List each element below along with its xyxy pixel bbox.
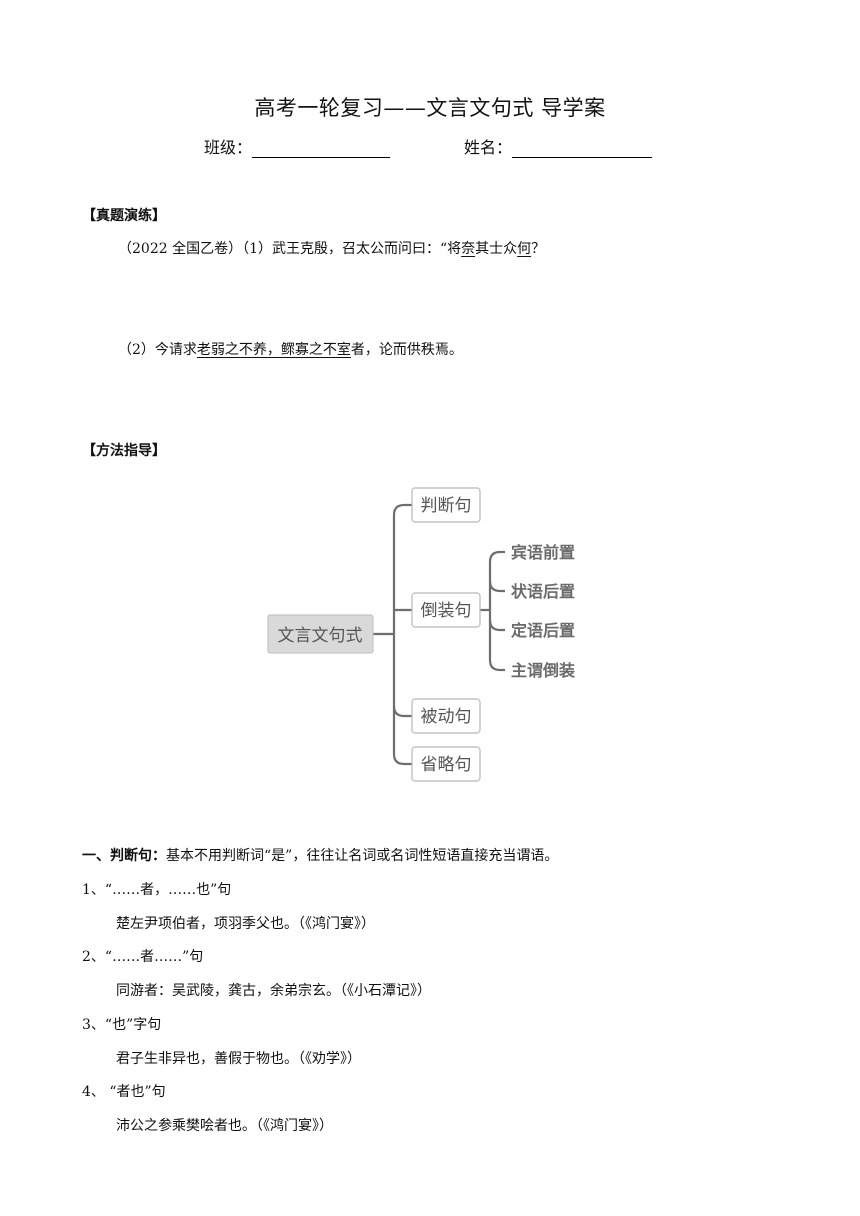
question-2: （2）今请求老弱之不养，鳏寡之不室者，论而供秩焉。 bbox=[118, 339, 463, 359]
section-heading-practice: 【真题演练】 bbox=[82, 208, 166, 224]
mindmap-root: 文言文句式 bbox=[278, 626, 363, 646]
mindmap-sub-branch: 主谓倒装 bbox=[511, 661, 575, 680]
q1-underline-1: 奈 bbox=[461, 241, 476, 257]
mindmap-branch: 被动句 bbox=[421, 707, 472, 727]
q1-underline-2: 何 bbox=[517, 241, 532, 257]
item-label: 1、“……者，……也”句 bbox=[82, 882, 232, 898]
q2-underline: 老弱之不养，鳏寡之不室 bbox=[196, 342, 351, 358]
mindmap-connector-sub-2 bbox=[488, 580, 505, 593]
item-example: 同游者：吴武陵，龚古，余弟宗玄。（《小石潭记》） bbox=[116, 983, 431, 999]
mindmap-connector-sub-trunk bbox=[488, 550, 501, 672]
q2-end: 者，论而供秩焉。 bbox=[350, 342, 463, 358]
class-field: 班级： bbox=[204, 134, 391, 158]
mindmap-branch-box bbox=[411, 487, 481, 523]
class-label: 班级： bbox=[204, 138, 253, 157]
part-1-heading-line: 一、判断句：基本不用判断词“是”，往往让名词或名词性短语直接充当谓语。 bbox=[82, 845, 558, 865]
mindmap-root-box bbox=[267, 614, 374, 654]
class-blank bbox=[252, 141, 391, 158]
mindmap-sub-branch: 状语后置 bbox=[511, 582, 575, 601]
mindmap-branch: 省略句 bbox=[421, 755, 472, 775]
q1-prefix: （2022 全国乙卷）（1）武王克殷，召太公而问曰：“将 bbox=[118, 241, 462, 257]
mindmap-sub-branch: 宾语前置 bbox=[511, 543, 575, 562]
mindmap-branch-box bbox=[411, 746, 481, 782]
q1-mid: 其士众 bbox=[475, 241, 518, 257]
mindmap-sub-branch: 定语后置 bbox=[510, 621, 575, 640]
page-title: 高考一轮复习——文言文句式 导学案 bbox=[254, 96, 606, 120]
mindmap: 文言文句式 判断句 倒装句 被动句 省略句 宾语前置 状语后置 定语后置 主谓倒… bbox=[267, 487, 575, 782]
item-example: 君子生非异也，善假于物也。（《劝学》） bbox=[116, 1051, 361, 1067]
question-1: （2022 全国乙卷）（1）武王克殷，召太公而问曰：“将奈其士众何？ bbox=[118, 238, 545, 258]
mindmap-branch: 判断句 bbox=[421, 496, 472, 516]
name-blank bbox=[512, 141, 653, 158]
mindmap-connector-to-branch-3 bbox=[392, 705, 412, 718]
mindmap-branch-box bbox=[411, 698, 481, 734]
item-example: 楚左尹项伯者，项羽季父也。（《鸿门宴》） bbox=[116, 916, 375, 932]
mindmap-connector-trunk bbox=[392, 503, 405, 766]
q1-end: ？ bbox=[531, 241, 546, 257]
item-label: 4、 “者也”句 bbox=[82, 1084, 166, 1100]
mindmap-connector-sub-3 bbox=[488, 619, 505, 632]
name-label: 姓名： bbox=[464, 138, 513, 157]
mindmap-branch-box bbox=[411, 592, 481, 628]
part-1-description: 基本不用判断词“是”，往往让名词或名词性短语直接充当谓语。 bbox=[166, 848, 559, 864]
section-heading-method: 【方法指导】 bbox=[82, 443, 166, 459]
q2-prefix: （2）今请求 bbox=[118, 342, 197, 358]
name-field: 姓名： bbox=[464, 134, 653, 158]
item-label: 3、“也”字句 bbox=[82, 1017, 162, 1033]
item-label: 2、“……者……”句 bbox=[82, 949, 204, 965]
mindmap-branch: 倒装句 bbox=[421, 601, 472, 621]
item-example: 沛公之参乘樊哙者也。（《鸿门宴》） bbox=[116, 1118, 333, 1134]
part-1-heading: 一、判断句： bbox=[82, 848, 166, 864]
